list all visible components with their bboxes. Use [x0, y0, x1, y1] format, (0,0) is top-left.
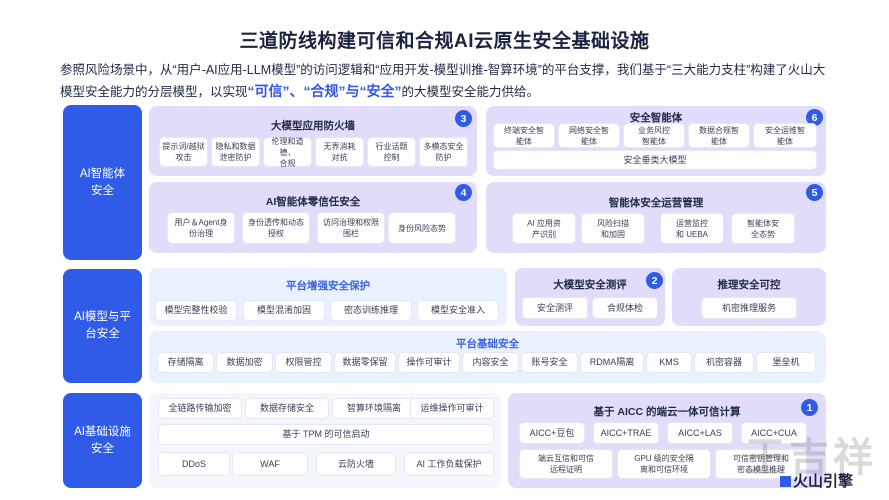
chip-platform-base-2: 权限管控: [276, 353, 331, 372]
chip-zero-trust-2: 访问治理和权限 围栏: [318, 213, 384, 243]
intro-text-2: 的大模型安全能力供给。: [401, 85, 540, 99]
badge-5: 5: [806, 184, 823, 201]
chip-infra-cloud-firewall: 云防火墙: [317, 453, 395, 475]
intro-highlight-compliant: “合规”: [303, 83, 346, 99]
panel-agent-ops-title: 智能体安全运营管理: [608, 197, 704, 209]
chip-infra-0: 全链路传输加密: [159, 399, 241, 418]
chip-infra-waf: WAF: [233, 453, 307, 475]
panel-inference-control-title: 推理安全可控: [717, 279, 781, 291]
intro-highlight-secure: “安全”: [359, 83, 402, 99]
chip-aicc-remote-attestation: 端云互信和可信 远程证明: [520, 450, 612, 478]
brand-logo: 火山引擎: [780, 470, 853, 491]
chip-platform-base-9: 机密容器: [695, 353, 753, 372]
chip-platform-enh-1: 模型混淆加固: [244, 301, 324, 320]
chip-platform-base-7: RDMA隔离: [581, 353, 643, 372]
panel-aicc-title: 基于 AICC 的端云一体可信计算: [593, 406, 741, 418]
chip-confidential-inference: 机密推理服务: [702, 298, 796, 318]
chip-platform-base-8: KMS: [647, 353, 691, 372]
panel-security-agent: 安全智能体 6 终端安全智 能体 网络安全智 能体 业务风控 智能体 数据合规智…: [486, 106, 826, 176]
panel-platform-enhanced: 平台增强安全保护 模型完整性校验 模型混淆加固 密态训练推理 模型安全准入: [149, 268, 507, 326]
brand-logo-icon: [780, 476, 791, 487]
chip-infra-ai-workload: AI 工作负载保护: [405, 453, 493, 475]
chip-firewall-2: 伦理和道德， 合规: [264, 137, 311, 168]
bar-tpm-trusted-boot: 基于 TPM 的可信启动: [159, 425, 493, 444]
chip-aicc-trae: AICC+TRAE: [594, 423, 658, 443]
chip-aicc-gpu-isolation: GPU 级的安全隔 离和可信环境: [618, 450, 710, 478]
panel-platform-base: 平台基础安全 存储隔离 数据加密 权限管控 数据零保留 操作可审计 内容安全 账…: [149, 331, 826, 383]
badge-6: 6: [806, 109, 823, 126]
chip-platform-base-10: 堡垒机: [757, 353, 815, 372]
chip-infra-ddos: DDoS: [159, 453, 229, 475]
intro-highlight-trusted: “可信”: [247, 83, 290, 99]
panel-inference-control: 推理安全可控 机密推理服务: [672, 268, 826, 326]
panel-llm-evaluation: 大模型安全测评 2 安全测评 合规体检: [515, 268, 665, 326]
panel-platform-enhanced-title: 平台增强安全保护: [286, 280, 370, 292]
chip-platform-base-5: 内容安全: [463, 353, 518, 372]
chip-security-agent-3: 数据合规智 能体: [689, 124, 749, 147]
chip-zero-trust-3: 身份风险态势: [389, 213, 455, 243]
chip-firewall-1: 隐私和数据 泄密防护: [212, 138, 259, 166]
row-label-infra-security: AI基础设施 安全: [63, 393, 142, 488]
chip-infra-2: 智算环境隔离: [333, 399, 415, 418]
intro-separator-2: 与: [345, 83, 360, 99]
chip-platform-enh-2: 密态训练推理: [331, 301, 411, 320]
chip-zero-trust-0: 用户＆Agent身 份治理: [168, 213, 234, 243]
panel-infra-base: 全链路传输加密 数据存储安全 智算环境隔离 运维操作可审计 基于 TPM 的可信…: [149, 393, 501, 488]
panel-aicc: 基于 AICC 的端云一体可信计算 1 AICC+豆包 AICC+TRAE AI…: [508, 393, 826, 488]
chip-aicc-key-management: 可信密钥管理和 密态模型推理: [716, 450, 806, 478]
chip-ops-0: AI 应用资 产识别: [513, 214, 575, 243]
chip-aicc-cua: AICC+CUA: [742, 423, 806, 443]
panel-llm-app-firewall-title: 大模型应用防火墙: [271, 120, 355, 132]
chip-eval-1: 合规体检: [593, 298, 657, 318]
intro-text-1: 参照风险场景中，从“用户-AI应用-LLM模型”的访问逻辑和“应用开发-模型训推…: [60, 63, 826, 99]
row-label-agent-security: AI智能体 安全: [63, 105, 142, 260]
brand-logo-text: 火山引擎: [793, 473, 854, 490]
chip-aicc-las: AICC+LAS: [668, 423, 732, 443]
chip-infra-1: 数据存储安全: [246, 399, 328, 418]
panel-agent-ops: 智能体安全运营管理 5 AI 应用资 产识别 风险扫描 和加固 运营监控 和 U…: [486, 182, 826, 253]
page-title: 三道防线构建可信和合规AI云原生安全基础设施: [239, 31, 650, 52]
chip-platform-base-0: 存储隔离: [158, 353, 213, 372]
chip-ops-3: 智能体安 全态势: [732, 214, 794, 243]
badge-1: 1: [801, 399, 818, 416]
chip-platform-enh-0: 模型完整性校验: [156, 301, 236, 320]
chip-security-agent-4: 安全运维智 能体: [754, 124, 816, 147]
chip-security-agent-1: 网络安全智 能体: [559, 124, 619, 147]
chip-security-agent-2: 业务风控 智能体: [624, 124, 684, 147]
panel-platform-base-title: 平台基础安全: [456, 338, 519, 350]
watermark-text: 王吉祥: [745, 434, 877, 481]
chip-platform-base-4: 操作可审计: [399, 353, 459, 372]
chip-firewall-3: 无界消耗 对抗: [316, 138, 363, 166]
chip-ops-1: 风险扫描 和加固: [582, 214, 644, 243]
chip-platform-base-6: 账号安全: [522, 353, 577, 372]
panel-security-agent-title: 安全智能体: [629, 112, 683, 124]
chip-eval-0: 安全测评: [523, 298, 587, 318]
chip-infra-3: 运维操作可审计: [411, 399, 493, 418]
bar-security-vertical-llm: 安全垂类大模型: [494, 151, 816, 169]
chip-zero-trust-1: 身份透传和动态 授权: [243, 213, 309, 243]
chip-firewall-0: 提示词/越狱 攻击: [160, 138, 207, 166]
chip-platform-base-3: 数据零保留: [335, 353, 395, 372]
panel-agent-zero-trust-title: AI智能体零信任安全: [265, 196, 361, 208]
chip-aicc-doubao: AICC+豆包: [520, 423, 584, 443]
panel-agent-zero-trust: AI智能体零信任安全 4 用户＆Agent身 份治理 身份透传和动态 授权 访问…: [149, 182, 477, 253]
row-label-model-platform-security: AI模型与平 台安全: [63, 269, 142, 383]
badge-2: 2: [646, 272, 663, 289]
badge-4: 4: [455, 184, 472, 201]
intro-separator-1: 、: [289, 83, 304, 99]
chip-firewall-4: 行业话题 控制: [368, 138, 415, 166]
chip-firewall-5: 多模态安全 防护: [420, 138, 467, 166]
chip-ops-2: 运营监控 和 UEBA: [661, 214, 723, 243]
badge-3: 3: [455, 110, 472, 127]
chip-security-agent-0: 终端安全智 能体: [494, 124, 554, 147]
panel-llm-evaluation-title: 大模型安全测评: [553, 279, 627, 291]
intro-paragraph: 参照风险场景中，从“用户-AI应用-LLM模型”的访问逻辑和“应用开发-模型训推…: [60, 60, 835, 103]
chip-platform-base-1: 数据加密: [217, 353, 272, 372]
chip-platform-enh-3: 模型安全准入: [418, 301, 498, 320]
panel-llm-app-firewall: 大模型应用防火墙 3 提示词/越狱 攻击 隐私和数据 泄密防护 伦理和道德， 合…: [149, 106, 477, 176]
